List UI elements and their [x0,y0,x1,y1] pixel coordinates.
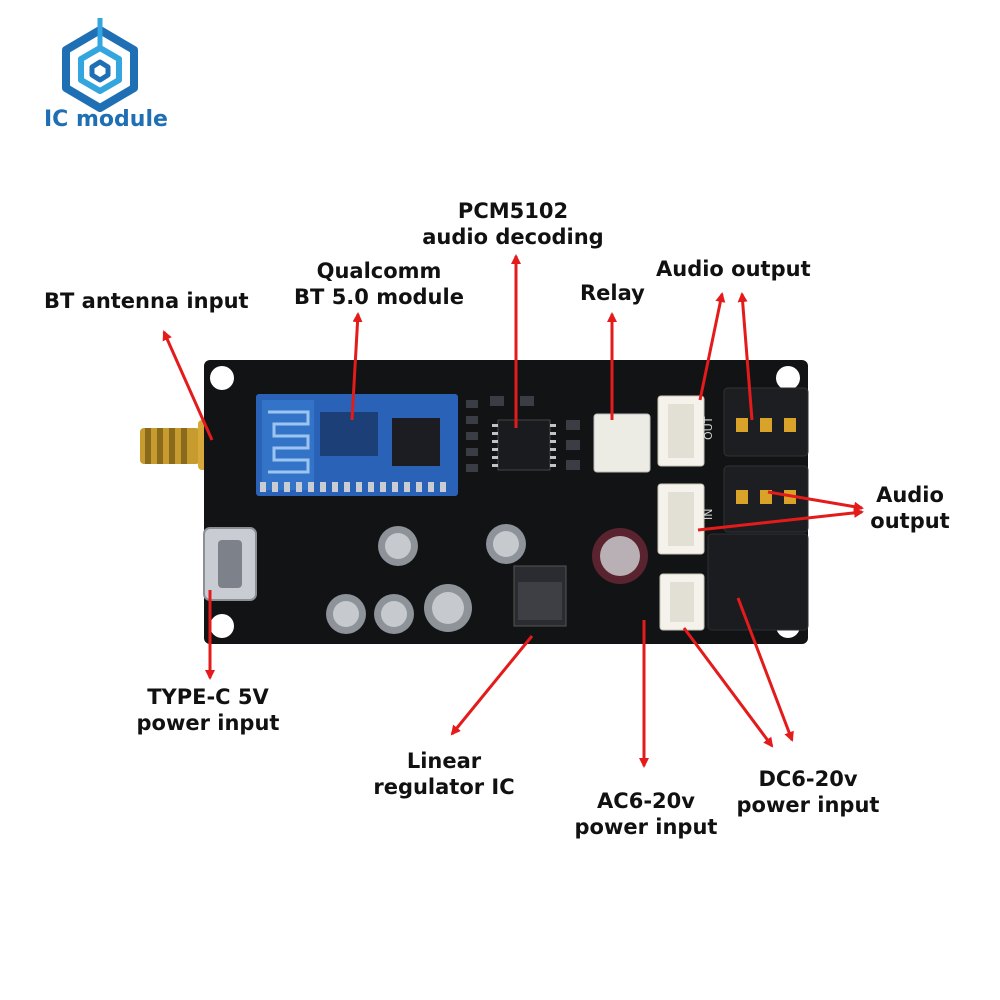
arrow-audio-out-right-1 [767,490,864,512]
audio-jack-top [723,387,809,457]
silk-out: OUT [702,416,715,440]
arrow-audio-out-top-1 [698,292,726,401]
label-audio-output-top: Audio output [656,257,811,281]
arrow-dc-power-1 [682,627,774,748]
jst-connector-power [659,573,705,631]
label-relay: Relay [580,281,645,305]
dc-barrel-jack [707,533,809,631]
mount-hole [210,614,234,638]
capacitors [326,524,648,634]
label-audio-output-right: Audio output [870,483,950,533]
typec-port-opening [218,540,242,588]
linear-regulator-chip [513,565,567,627]
mount-hole [776,366,800,390]
bt-module [256,394,458,496]
label-pcm5102: PCM5102 audio decoding [422,199,604,249]
jst-connector-in [657,483,705,555]
arrow-audio-out-right-2 [697,507,864,532]
label-bt-module: Qualcomm BT 5.0 module [294,259,464,309]
silk-in: IN [702,509,715,520]
arrow-regulator [450,635,534,736]
label-typec: TYPE-C 5V power input [136,685,280,735]
label-dc-power: DC6-20v power input [736,767,880,817]
mount-hole [210,366,234,390]
arrow-audio-out-top-2 [737,292,754,421]
arrow-bt-module [350,312,363,421]
brand-name: IC module [44,107,168,132]
relay-component [593,413,651,473]
label-regulator: Linear regulator IC [373,749,515,799]
label-bt-antenna: BT antenna input [44,289,249,313]
jst-connector-out [657,395,705,467]
arrow-dc-power-2 [736,597,794,742]
arrow-bt-antenna [162,330,214,441]
pcm5102-chip [466,396,580,472]
label-ac-power: AC6-20v power input [574,789,718,839]
